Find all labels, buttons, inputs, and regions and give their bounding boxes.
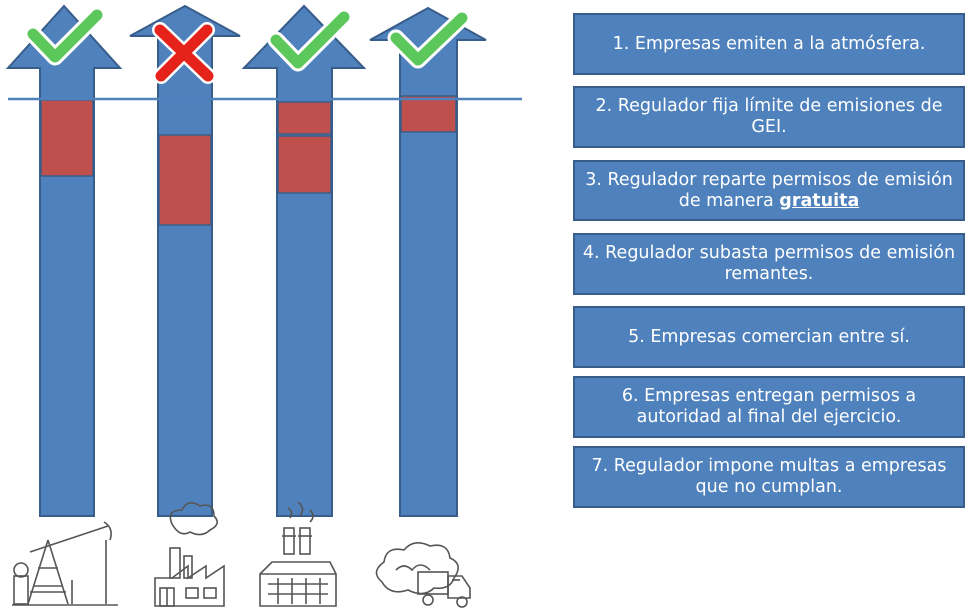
cross-icon xyxy=(152,22,216,84)
step-5-text: 5. Empresas comercian entre sí. xyxy=(628,326,910,347)
bar-oil-extraction xyxy=(5,4,123,517)
bar-transport xyxy=(369,6,487,517)
check-icon xyxy=(267,8,353,72)
bar-arrow xyxy=(241,4,367,517)
emission-block xyxy=(40,99,94,177)
bar-arrow xyxy=(129,4,241,517)
step-4-text: 4. Regulador subasta permisos de emisión… xyxy=(582,243,956,284)
step-6-box: 6. Empresas entregan permisos a autorida… xyxy=(573,376,965,438)
emission-block xyxy=(277,135,332,194)
step-3-box: 3. Regulador reparte permisos de emisión… xyxy=(573,160,965,221)
industrial-plant-icon xyxy=(259,501,337,607)
check-icon xyxy=(387,9,471,69)
bar-factory xyxy=(129,4,241,517)
bar-industrial-plant xyxy=(241,4,367,517)
step-1-box: 1. Empresas emiten a la atmósfera. xyxy=(573,13,965,75)
step-7-text: 7. Regulador impone multas a empresas qu… xyxy=(591,456,947,497)
emission-block xyxy=(158,134,212,226)
step-3-text: 3. Regulador reparte permisos de emisión… xyxy=(579,170,959,212)
oil-pump-icon xyxy=(12,521,118,606)
bar-arrow xyxy=(5,4,123,517)
step-3-emphasis: gratuita xyxy=(779,190,860,211)
step-2-text: 2. Regulador fija límite de emisiones de… xyxy=(595,96,943,137)
step-1-text: 1. Empresas emiten a la atmósfera. xyxy=(612,33,926,54)
step-6-text: 6. Empresas entregan permisos a autorida… xyxy=(621,386,917,427)
emission-block xyxy=(400,95,457,133)
step-2-box: 2. Regulador fija límite de emisiones de… xyxy=(573,86,965,148)
emission-block xyxy=(277,101,332,135)
factory-icon xyxy=(154,502,225,607)
truck-cloud-icon xyxy=(375,542,471,608)
step-3-text-main: 3. Regulador reparte permisos de emisión… xyxy=(585,169,953,211)
step-7-box: 7. Regulador impone multas a empresas qu… xyxy=(573,446,965,508)
check-icon xyxy=(24,6,106,66)
bar-arrow xyxy=(369,6,487,517)
step-5-box: 5. Empresas comercian entre sí. xyxy=(573,306,965,368)
step-4-box: 4. Regulador subasta permisos de emisión… xyxy=(573,233,965,295)
